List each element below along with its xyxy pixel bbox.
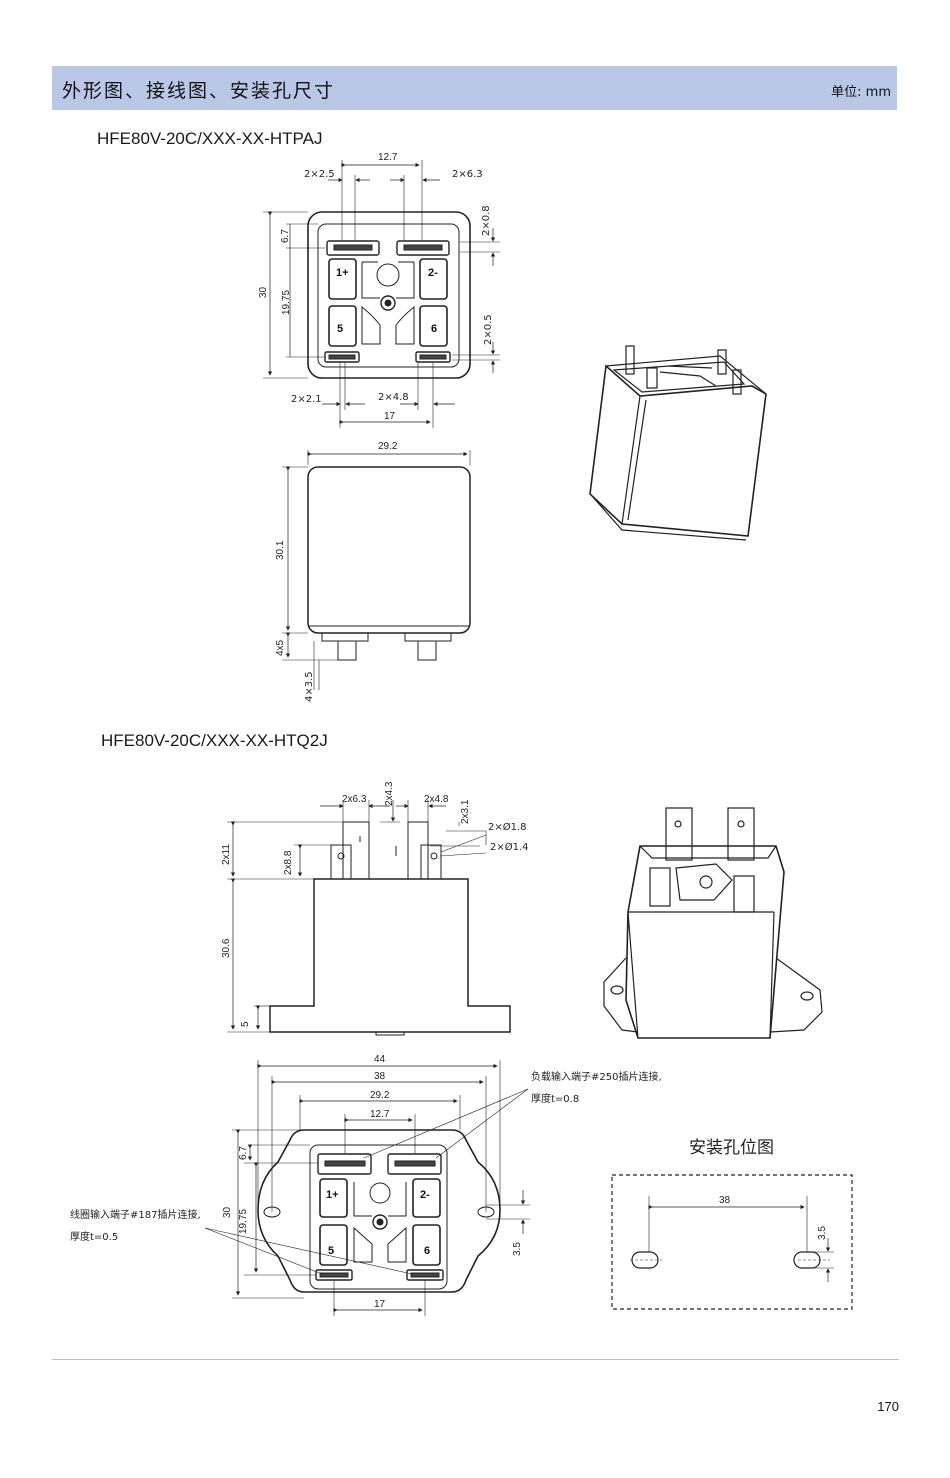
- dim-12-7b: 12.7: [370, 1109, 390, 1120]
- dim-2x4-8b: 2x4.8: [424, 794, 449, 805]
- dim-38: 38: [374, 1071, 386, 1082]
- pin-5b-label: 5: [328, 1245, 334, 1257]
- dim-19-75b: 19.75: [238, 1209, 249, 1234]
- coil-note-line-1: 线圈输入端子#187插片连接,: [70, 1210, 201, 1221]
- section-title: 外形图、接线图、安装孔尺寸: [62, 80, 336, 102]
- dim-29-2b: 29.2: [370, 1090, 390, 1101]
- s1-top-labels: 12.7 2×2.5 2×6.3 2×0.8 6.7 30 19.75 2×0.…: [258, 152, 494, 422]
- load-note-line-1: 负载输入端子#250插片连接,: [531, 1072, 662, 1083]
- section-header: 外形图、接线图、安装孔尺寸 单位: mm: [52, 66, 897, 110]
- footer-divider: [52, 1359, 899, 1360]
- dim-29-2: 29.2: [378, 441, 398, 452]
- pin-2b-label: 2-: [420, 1189, 430, 1201]
- page-number: 170: [877, 1399, 899, 1414]
- dim-2x0-5: 2×0.5: [483, 314, 494, 345]
- s1-side-labels: 29.2 30.1 4x5 4×3.5: [275, 441, 398, 702]
- pin-6-label: 6: [431, 323, 437, 335]
- s2-top-view: [204, 1060, 530, 1316]
- dim-17b: 17: [374, 1299, 386, 1310]
- s2-isometric-view: [603, 807, 823, 1039]
- dim-30-1: 30.1: [275, 540, 286, 560]
- pin-6b-label: 6: [424, 1245, 430, 1257]
- coil-note-line-2: 厚度t=0.5: [70, 1232, 119, 1243]
- dim-2x0-8: 2×0.8: [481, 205, 492, 236]
- dim-3-5: 3.5: [512, 1242, 523, 1256]
- pin-1b-label: 1+: [326, 1189, 339, 1201]
- dim-2x6-3b: 2x6.3: [342, 794, 367, 805]
- load-note-line-2: 厚度t=0.8: [531, 1094, 580, 1105]
- dim-2x6-3: 2×6.3: [452, 169, 483, 180]
- dim-2x3-1: 2x3.1: [460, 799, 471, 824]
- dim-2x2-5: 2×2.5: [304, 169, 335, 180]
- dim-2x4-8: 2×4.8: [378, 392, 409, 403]
- dim-30-6: 30.6: [221, 938, 232, 958]
- mounting-hole-diagram: [611, 1174, 853, 1310]
- dim-2x2-1: 2×2.1: [291, 394, 322, 405]
- dim-2x11: 2x11: [221, 844, 232, 865]
- load-terminal-note: 负载输入端子#250插片连接, 厚度t=0.8: [531, 1067, 662, 1111]
- dim-2x4-3: 2x4.3: [384, 781, 395, 806]
- model-title-2: HFE80V-20C/XXX-XX-HTQ2J: [101, 731, 328, 750]
- mount-dim-38: 38: [719, 1195, 731, 1206]
- dim-2xdia1-8: 2×Ø1.8: [488, 821, 527, 833]
- dim-2x8-8: 2x8.8: [283, 850, 294, 875]
- unit-label: 单位: mm: [831, 85, 891, 100]
- dim-6-7b: 6.7: [238, 1146, 249, 1160]
- dim-5: 5: [240, 1021, 251, 1027]
- dim-12-7: 12.7: [378, 152, 398, 163]
- s1-side-view: [282, 450, 471, 690]
- pin-1-label: 1+: [336, 267, 349, 279]
- dim-44: 44: [374, 1054, 386, 1065]
- mount-dim-3-5: 3.5: [817, 1226, 828, 1240]
- dim-2xdia1-4: 2×Ø1.4: [490, 841, 529, 853]
- dim-4x5: 4x5: [275, 639, 286, 656]
- dim-6-7: 6.7: [280, 229, 291, 243]
- s2-side-labels: 2x6.3 2x4.3 2x4.8 2x3.1 2×Ø1.8 2×Ø1.4 2x…: [221, 781, 529, 1027]
- s2-side-view: [227, 800, 511, 1036]
- s1-top-view: [263, 160, 500, 428]
- mounting-labels: 38 3.5: [719, 1195, 828, 1240]
- model-title-1: HFE80V-20C/XXX-XX-HTPAJ: [97, 129, 323, 148]
- pin-5-label: 5: [337, 323, 343, 335]
- dim-4x3-5: 4×3.5: [304, 671, 315, 702]
- s1-isometric-view: [589, 345, 767, 541]
- coil-terminal-note: 线圈输入端子#187插片连接, 厚度t=0.5: [70, 1205, 201, 1249]
- s2-top-labels: 44 38 29.2 12.7 6.7 30 19.75 3.5 17 1+ 2…: [222, 1054, 523, 1310]
- pin-2-label: 2-: [428, 267, 438, 279]
- dim-19-75: 19.75: [281, 290, 292, 315]
- dim-30: 30: [258, 286, 269, 298]
- dim-17: 17: [384, 411, 396, 422]
- mounting-title: 安装孔位图: [689, 1138, 774, 1158]
- dim-30b: 30: [222, 1206, 233, 1218]
